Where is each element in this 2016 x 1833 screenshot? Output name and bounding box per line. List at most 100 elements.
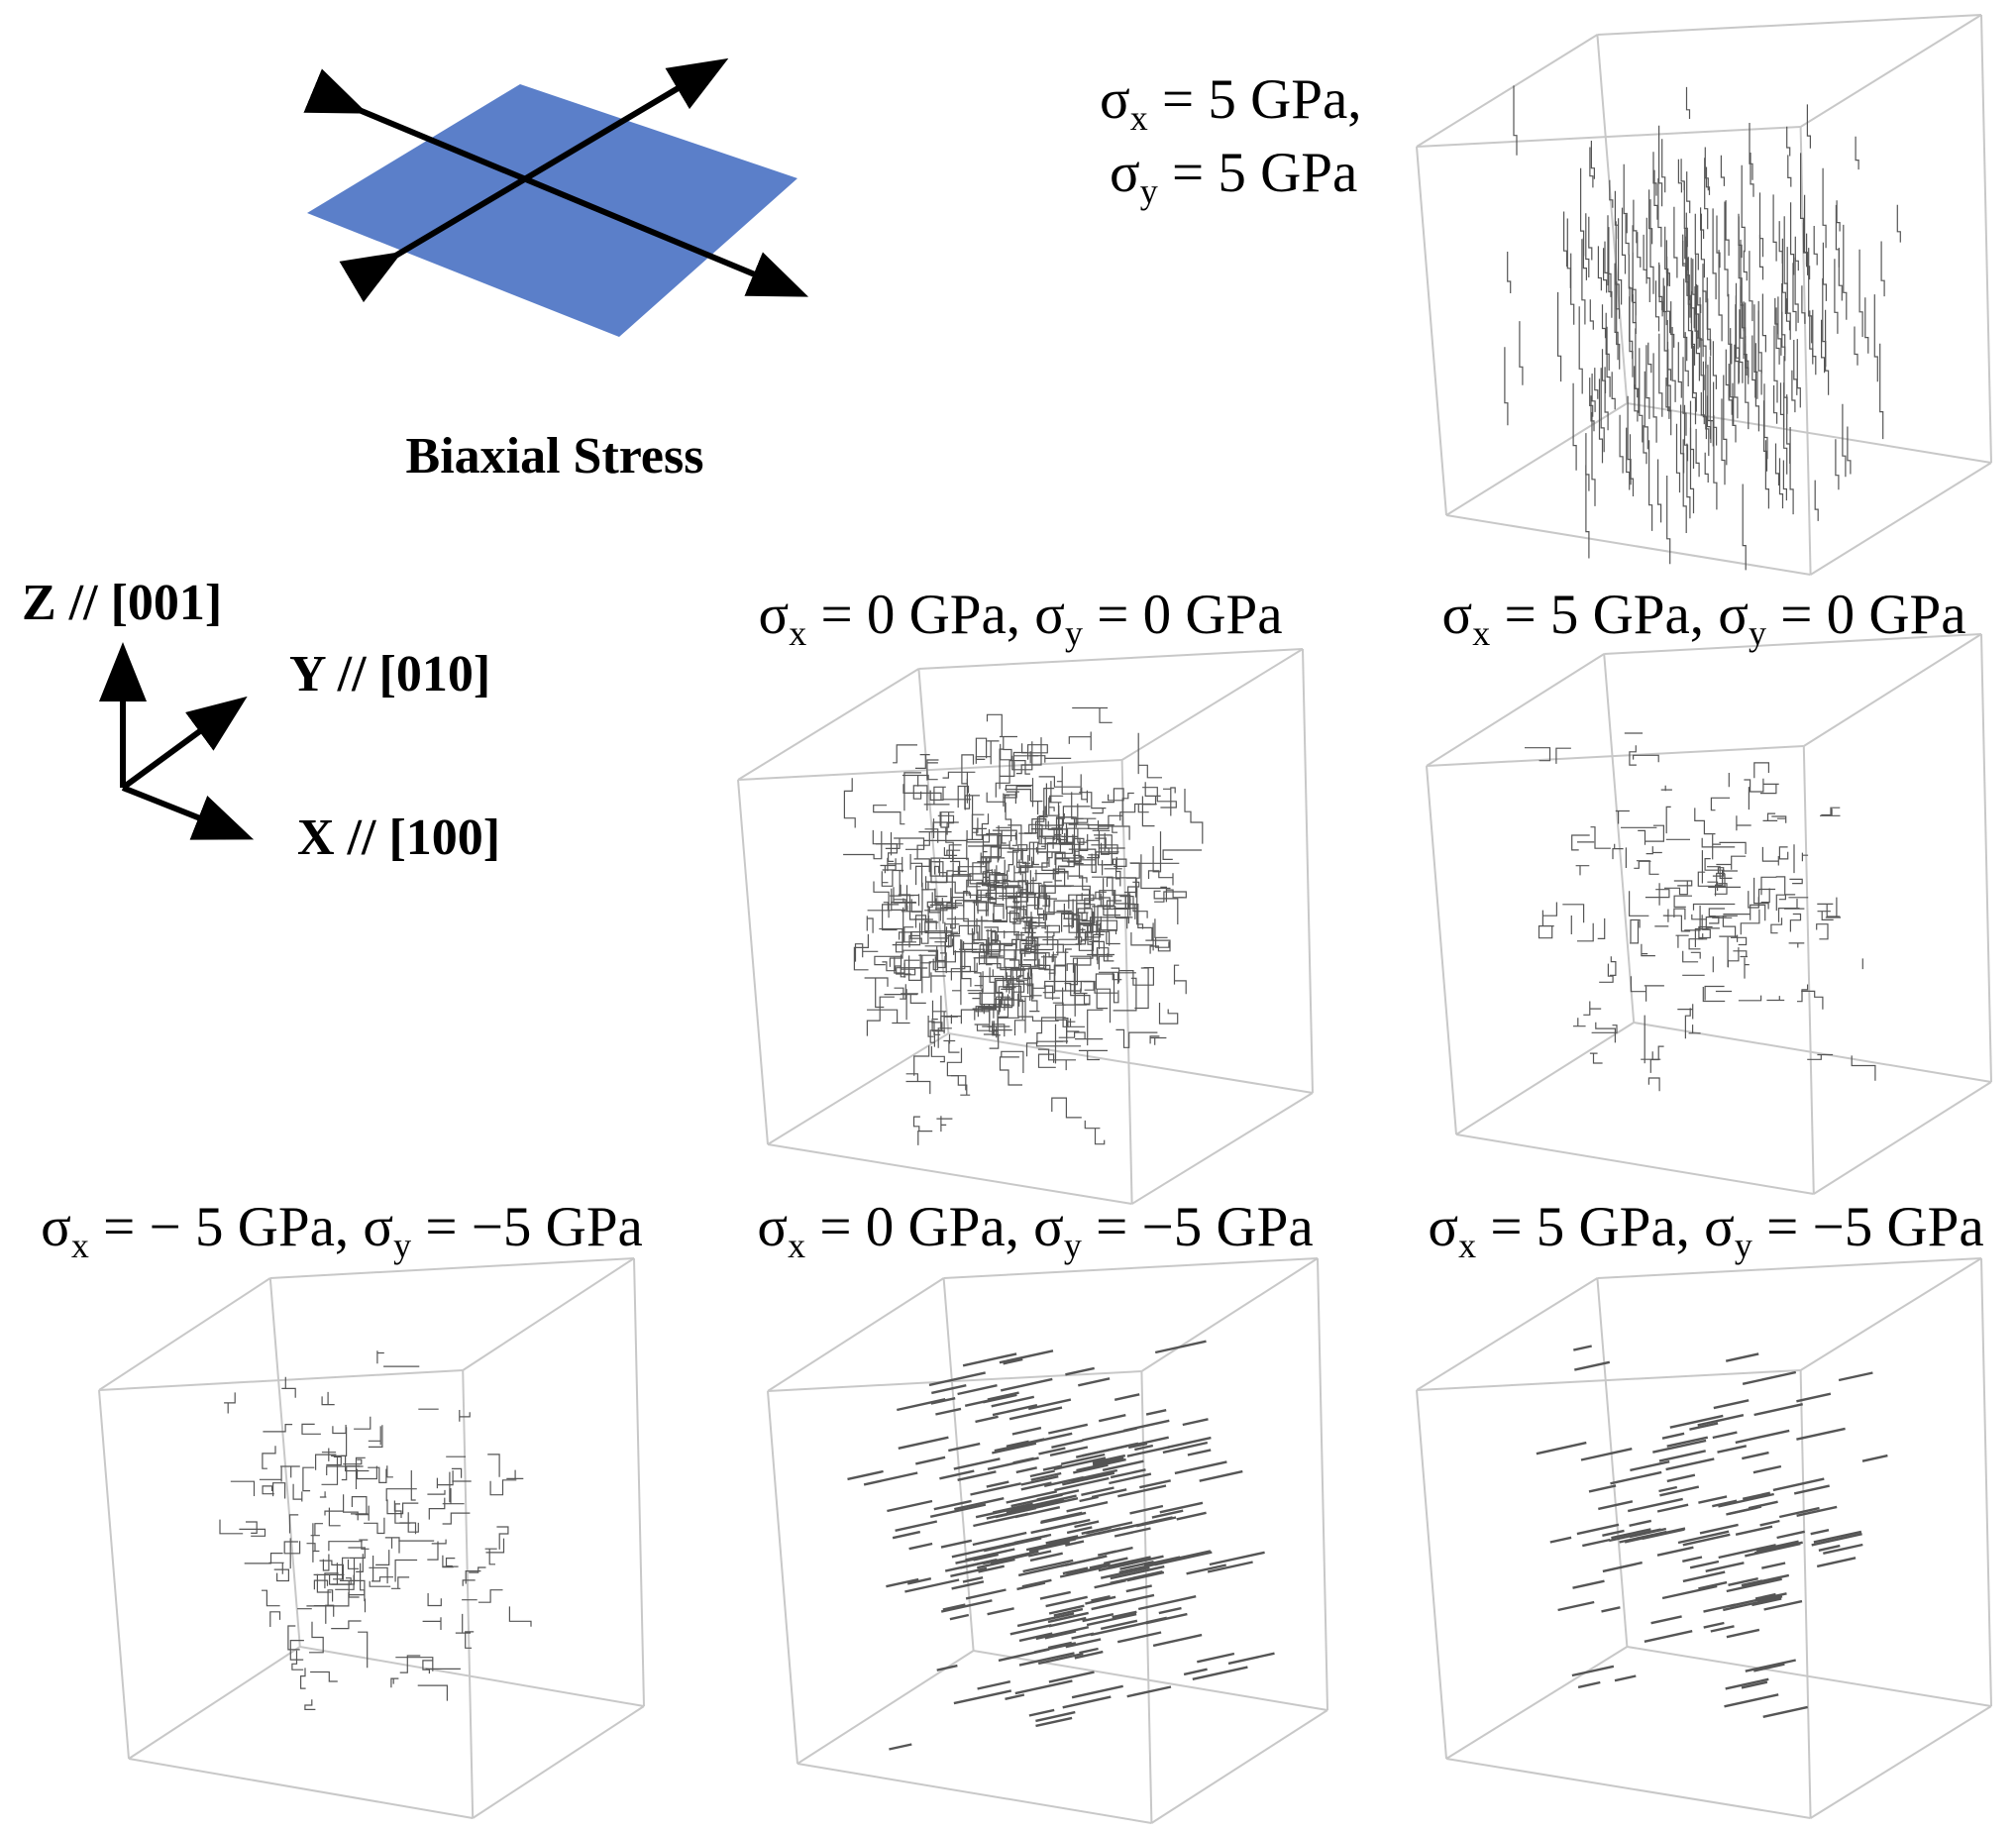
dislocation-segment — [1017, 1563, 1070, 1577]
dislocation-segment — [1507, 252, 1512, 293]
dislocation-segment — [1008, 844, 1028, 872]
dislocation-segment — [1704, 985, 1725, 1001]
dislocation-segment — [324, 1572, 339, 1589]
dislocation-segment — [1822, 167, 1827, 249]
dislocation-segment — [1705, 916, 1720, 929]
dislocation-segment — [1041, 1497, 1079, 1508]
dislocation-segment — [1149, 1035, 1167, 1045]
dislocation-segment — [1021, 928, 1053, 944]
dislocation-segment — [1718, 250, 1723, 342]
dislocation-segment — [1666, 1436, 1709, 1448]
dislocation-segment — [882, 961, 906, 978]
dislocation-segment — [1044, 812, 1074, 845]
dislocation-segment — [909, 854, 923, 888]
dislocation-segment — [950, 1566, 988, 1577]
dislocation-segment — [1029, 1552, 1063, 1563]
dislocation-segment — [1766, 996, 1785, 1002]
dislocation-segment — [1092, 1454, 1126, 1464]
dislocation-segment — [1109, 1472, 1152, 1485]
dislocation-segment — [1639, 348, 1644, 443]
dislocation-segment — [427, 1593, 442, 1607]
dislocation-segment — [1695, 428, 1700, 478]
dislocation-segment — [325, 1604, 335, 1624]
dislocation-segment — [1601, 304, 1607, 339]
dislocation-segment — [988, 891, 1017, 916]
dislocation-segment — [391, 1576, 410, 1589]
dislocation-segment — [1010, 1501, 1051, 1513]
dislocation-segment — [1649, 199, 1654, 294]
dislocation-segment — [949, 860, 961, 909]
dislocation-segment — [957, 785, 970, 809]
dislocation-segment — [934, 956, 971, 973]
dislocation-segment — [224, 1392, 236, 1414]
dislocation-segment — [1796, 1427, 1846, 1441]
dislocation-segment — [1789, 878, 1803, 885]
dislocation-segment — [1603, 248, 1608, 293]
dislocation-segment — [1721, 398, 1726, 485]
cube-edge — [1803, 633, 1982, 747]
dislocation-segment — [427, 1489, 446, 1495]
dislocation-segment — [1134, 1444, 1154, 1452]
cube-edge — [737, 759, 1122, 781]
dislocation-segment — [341, 1465, 360, 1481]
cube-edge — [1445, 1758, 1811, 1819]
dislocation-segment — [1013, 848, 1030, 886]
cube-edge — [1627, 1646, 1992, 1707]
dislocation-segment — [1652, 1439, 1707, 1454]
cube-edge — [269, 1257, 635, 1279]
dislocation-segment — [1060, 1555, 1105, 1567]
dislocation-segment — [1127, 1442, 1148, 1450]
dislocation-segment — [1784, 899, 1805, 910]
dislocation-segment — [989, 987, 1013, 1023]
dislocation-segment — [1741, 164, 1746, 253]
dislocation-segment — [998, 986, 1014, 1016]
dislocation-segment — [1801, 990, 1824, 1010]
dislocation-segment — [936, 1116, 953, 1132]
dislocation-segment — [1750, 904, 1766, 921]
dislocation-segment — [1158, 1606, 1182, 1615]
dislocation-segment — [1591, 412, 1596, 506]
dislocation-segment — [905, 1073, 931, 1095]
dislocation-segment — [1049, 1446, 1089, 1456]
dislocation-segment — [924, 931, 946, 957]
dislocation-segment — [1690, 951, 1701, 959]
dislocation-segment — [1053, 1607, 1084, 1617]
dislocation-segment — [1699, 1523, 1739, 1535]
dislocation-segment — [1064, 982, 1091, 1006]
dislocation-segment — [990, 1553, 1031, 1564]
dislocation-segment — [1614, 190, 1619, 239]
dislocation-segment — [1810, 1529, 1830, 1536]
dislocation-segment — [340, 1455, 370, 1472]
dislocation-segment — [1115, 881, 1140, 919]
dislocation-segment — [983, 1393, 1017, 1404]
dislocation-segment — [1099, 878, 1105, 907]
dislocation-segment — [982, 1025, 1010, 1038]
dislocation-segment — [1589, 1052, 1603, 1064]
cube-edge — [98, 1277, 271, 1391]
dislocation-segment — [1645, 345, 1650, 419]
dislocation-segment — [309, 1621, 324, 1654]
dislocation-segment — [1658, 265, 1663, 317]
dislocation-segment — [1770, 917, 1783, 934]
dislocation-segment — [1745, 1659, 1796, 1672]
dislocation-segment — [1653, 169, 1658, 220]
cube-edge — [1426, 765, 1457, 1135]
dislocation-segment — [1629, 434, 1635, 496]
dislocation-segment — [1685, 236, 1690, 300]
dislocation-segment — [1725, 1352, 1759, 1362]
dislocation-segment — [959, 942, 986, 964]
dislocation-segment — [1100, 1565, 1150, 1579]
dislocation-segment — [1073, 1463, 1109, 1474]
dislocation-segment — [1742, 1491, 1771, 1500]
dislocation-segment — [1044, 1630, 1077, 1640]
dislocation-segment — [1096, 947, 1114, 970]
dislocation-segment — [358, 1631, 369, 1669]
dislocation-segment — [1089, 1562, 1111, 1569]
dislocation-segment — [902, 774, 938, 787]
dislocation-segment — [393, 1500, 402, 1518]
dislocation-segment — [1184, 789, 1204, 844]
dislocation-segment — [1094, 834, 1113, 866]
dislocation-segment — [1644, 1630, 1693, 1643]
dislocation-segment — [930, 972, 946, 993]
dislocation-segment — [1038, 774, 1082, 788]
